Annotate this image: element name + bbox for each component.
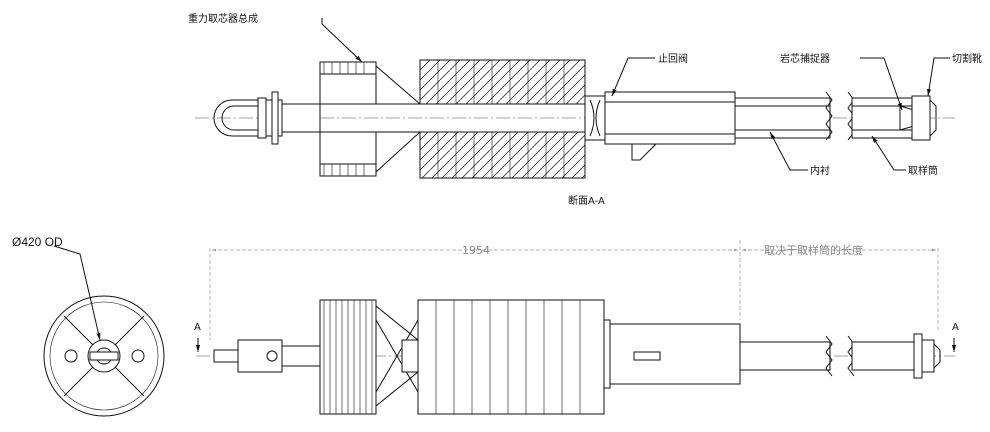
elevation-view: 1954 取决于取样筒的长度 A A xyxy=(194,240,959,415)
section-mark-right: A xyxy=(952,322,959,333)
end-view: Ø420 OD xyxy=(12,235,165,417)
dimension-variable-note: 取决于取样筒的长度 xyxy=(764,243,863,257)
section-mark-left: A xyxy=(194,322,201,333)
fin-assembly xyxy=(319,299,419,415)
leaders-top xyxy=(321,18,950,171)
label-section-aa: 断面A-A xyxy=(568,194,605,207)
label-cutting-shoe: 切割靴 xyxy=(952,52,982,65)
weight-stack-section xyxy=(419,59,586,179)
check-valve-section xyxy=(584,91,736,161)
label-core-catcher: 岩芯捕捉器 xyxy=(780,52,830,65)
section-view: 重力取芯器总成 止回阀 岩芯捕捉器 切割靴 内衬 取样筒 断面A-A xyxy=(188,12,982,207)
dimension-lines xyxy=(209,240,939,340)
label-check-valve: 止回阀 xyxy=(658,52,688,65)
label-gravity-corer: 重力取芯器总成 xyxy=(188,12,258,25)
label-sampling-tube: 取样筒 xyxy=(908,164,938,177)
weight-stack xyxy=(417,299,605,415)
lifting-bail xyxy=(213,99,262,137)
label-inner-liner: 内衬 xyxy=(810,164,830,177)
label-diameter-od: Ø420 OD xyxy=(12,235,63,249)
dimension-overall-length: 1954 xyxy=(462,244,490,257)
